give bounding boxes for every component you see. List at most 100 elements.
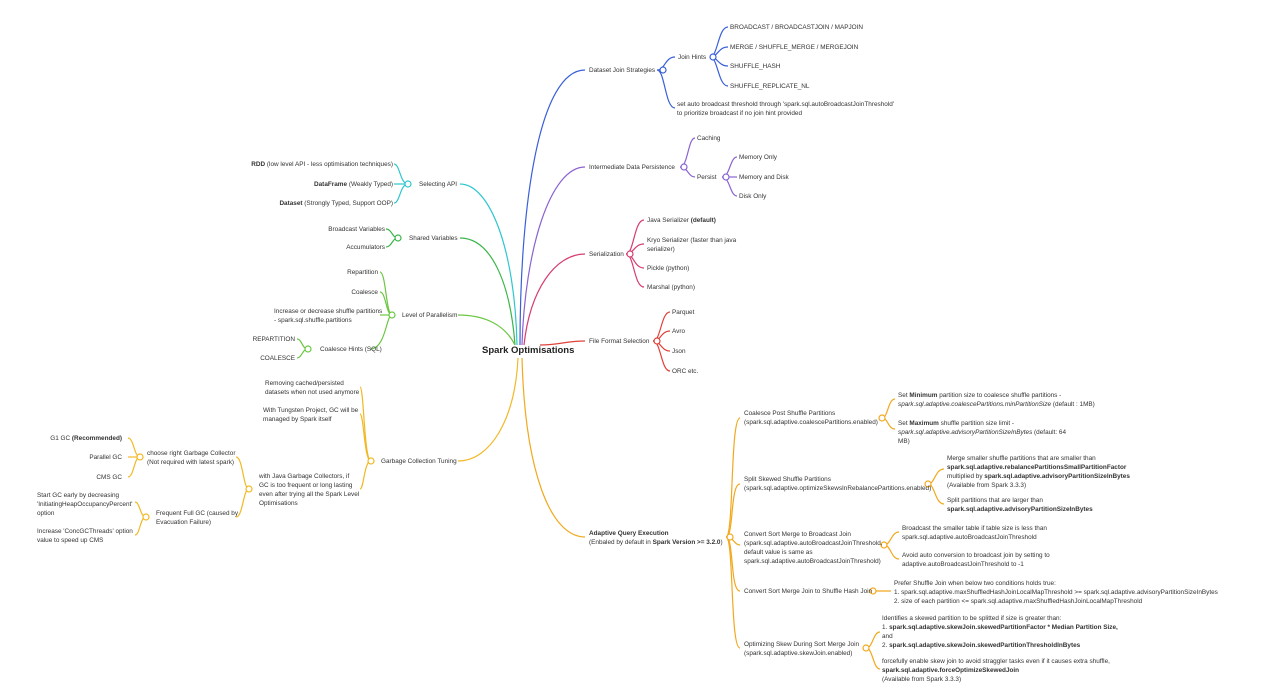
edge-root-join	[519, 69, 586, 346]
node-skew-join[interactable]: Optimizing Skew During Sort Merge Join (…	[744, 641, 860, 657]
node-hint-repartition[interactable]: REPARTITION	[252, 336, 295, 343]
node-join-strategies[interactable]: Dataset Join Strategies	[589, 67, 656, 74]
node-coalesce-min[interactable]: Set Minimum partition size to coalesce s…	[898, 392, 1095, 408]
edge-gc-java	[359, 460, 372, 490]
node-dot-shuffle-hash[interactable]	[869, 587, 877, 595]
node-choose-gc[interactable]: choose right Garbage Collector (Not requ…	[147, 450, 236, 466]
node-dot-persistence[interactable]	[680, 163, 688, 171]
node-dot-serialization[interactable]	[626, 250, 634, 258]
node-format-json[interactable]: Json	[672, 348, 686, 355]
node-pickle[interactable]: Pickle (python)	[647, 265, 690, 272]
node-broadcast-smaller[interactable]: Broadcast the smaller table if table siz…	[902, 525, 1047, 541]
node-split-merge[interactable]: Merge smaller shuffle partitions that ar…	[947, 455, 1130, 489]
node-skew-force[interactable]: forcefully enable skew join to avoid str…	[882, 658, 1110, 683]
node-shared-variables[interactable]: Shared Variables	[409, 235, 458, 242]
node-marshal[interactable]: Marshal (python)	[647, 284, 695, 291]
node-hint-shuffle-replicate[interactable]: SHUFFLE_REPLICATE_NL	[730, 83, 810, 90]
edge-java-choose	[235, 456, 250, 490]
node-aqe[interactable]: Adaptive Query Execution (Enbaled by def…	[589, 530, 723, 546]
edge-root-aqe	[521, 357, 586, 538]
edge-group-shared	[385, 228, 516, 346]
node-gc-tungsten[interactable]: With Tungsten Project, GC will be manage…	[263, 407, 359, 423]
node-dot-coalesce-hints[interactable]	[304, 345, 312, 353]
node-dot-parallelism[interactable]	[388, 311, 396, 319]
node-parallel-gc[interactable]: Parallel GC	[89, 454, 122, 461]
node-gc-conc[interactable]: Increase 'ConcGCThreads' option value to…	[37, 528, 133, 544]
node-dot-broadcast[interactable]	[880, 541, 888, 549]
edge-root-persistence	[521, 166, 586, 346]
node-dot-split[interactable]	[924, 480, 932, 488]
node-hint-broadcast[interactable]: BROADCAST / BROADCASTJOIN / MAPJOIN	[730, 24, 864, 31]
node-dot-coalesce[interactable]	[878, 414, 886, 422]
node-coalesce-hints[interactable]: Coalesce Hints (SQL)	[320, 346, 382, 353]
node-broadcast-avoid[interactable]: Avoid auto conversion to broadcast join …	[902, 552, 1050, 568]
node-join-note[interactable]: set auto broadcast threshold through 'sp…	[677, 101, 895, 117]
node-hint-coalesce[interactable]: COALESCE	[260, 355, 295, 362]
node-full-gc[interactable]: Frequent Full GC (caused by Evacuation F…	[156, 510, 239, 526]
node-dot-shared[interactable]	[394, 234, 402, 242]
node-repartition[interactable]: Repartition	[347, 269, 378, 276]
node-selecting-api[interactable]: Selecting API	[419, 181, 458, 188]
node-shuffle-hash-join[interactable]: Convert Sort Merge Join to Shuffle Hash …	[744, 588, 873, 595]
node-dot-java-gc[interactable]	[245, 485, 253, 493]
node-dot-full-gc[interactable]	[142, 513, 150, 521]
node-kryo-serializer[interactable]: Kryo Serializer (faster than java serial…	[647, 237, 737, 253]
node-broadcast-variables[interactable]: Broadcast Variables	[328, 226, 385, 233]
node-java-serializer[interactable]: Java Serializer (default)	[647, 217, 716, 224]
edge-gc-remove	[359, 386, 372, 462]
node-parallelism[interactable]: Level of Parallelism	[402, 312, 458, 319]
node-persist[interactable]: Persist	[697, 174, 717, 181]
node-hint-merge[interactable]: MERGE / SHUFFLE_MERGE / MERGEJOIN	[730, 44, 859, 51]
node-dot-persist[interactable]	[722, 173, 730, 181]
node-api-rdd[interactable]: RDD (low level API - less optimisation t…	[251, 161, 393, 168]
node-shuffle-hash-prefer[interactable]: Prefer Shuffle Join when below two condi…	[894, 580, 1218, 605]
node-disk-only[interactable]: Disk Only	[739, 193, 767, 200]
node-hint-shuffle-hash[interactable]: SHUFFLE_HASH	[730, 63, 781, 70]
edge-root-parallelism	[457, 314, 516, 346]
node-skew-identify[interactable]: Identifies a skewed partition to be spli…	[882, 615, 1118, 649]
node-memory-and-disk[interactable]: Memory and Disk	[739, 174, 789, 181]
edge-join-note	[656, 69, 676, 109]
node-g1-gc[interactable]: G1 GC (Recommended)	[50, 435, 122, 442]
node-persistence[interactable]: Intermediate Data Persistence	[589, 164, 675, 171]
edge-ff-1	[652, 311, 671, 342]
node-gc-java[interactable]: with Java Garbage Collectors, if GC is t…	[259, 473, 360, 507]
edge-hint-1	[709, 26, 729, 58]
node-gc-remove[interactable]: Removing cached/persisted datasets when …	[265, 380, 360, 396]
node-api-dataframe[interactable]: DataFrame (Weakly Typed)	[314, 181, 393, 188]
node-serialization[interactable]: Serialization	[589, 251, 624, 258]
node-dot-selecting-api[interactable]	[404, 180, 412, 188]
node-format-avro[interactable]: Avro	[672, 328, 686, 335]
node-split-skewed[interactable]: Split Skewed Shuffle Partitions (spark.s…	[744, 476, 932, 492]
node-memory-only[interactable]: Memory Only	[739, 154, 777, 161]
node-dot-join[interactable]	[659, 66, 667, 74]
node-broadcast-join[interactable]: Convert Sort Merge to Broadcast Join (sp…	[744, 531, 883, 565]
node-split-larger[interactable]: Split partitions that are larger than sp…	[947, 497, 1093, 513]
node-file-format[interactable]: File Format Selection	[589, 338, 650, 345]
root-node[interactable]: Spark Optimisations	[482, 345, 575, 356]
edge-group-aqe	[521, 357, 945, 670]
node-gc-tuning[interactable]: Garbage Collection Tuning	[381, 458, 457, 465]
edge-ff-4	[652, 340, 671, 372]
node-gc-early[interactable]: Start GC early by decreasing 'Initiating…	[37, 492, 133, 517]
node-api-dataset[interactable]: Dataset (Strongly Typed, Support OOP)	[279, 200, 393, 207]
edge-root-gc	[457, 357, 519, 462]
node-format-orc[interactable]: ORC etc.	[672, 368, 699, 375]
node-dot-join-hints[interactable]	[709, 53, 717, 61]
node-dot-file-format[interactable]	[653, 337, 661, 345]
node-coalesce-partitions[interactable]: Coalesce Post Shuffle Partitions (spark.…	[744, 410, 878, 426]
node-coalesce-max[interactable]: Set Maximum shuffle partition size limit…	[898, 420, 1067, 445]
node-join-hints[interactable]: Join Hints	[678, 54, 707, 61]
node-accumulators[interactable]: Accumulators	[346, 244, 385, 251]
node-coalesce[interactable]: Coalesce	[351, 289, 378, 296]
node-dot-aqe[interactable]	[726, 533, 734, 541]
node-dot-gc[interactable]	[367, 457, 375, 465]
node-dot-choose-gc[interactable]	[136, 453, 144, 461]
edge-root-selecting-api	[459, 183, 518, 346]
node-dot-skew[interactable]	[862, 644, 870, 652]
node-cms-gc[interactable]: CMS GC	[96, 474, 122, 481]
edge-join-hints	[656, 56, 676, 71]
node-format-parquet[interactable]: Parquet	[672, 309, 695, 316]
node-caching[interactable]: Caching	[697, 135, 721, 142]
node-shuffle-partitions[interactable]: Increase or decrease shuffle partitions …	[274, 308, 383, 324]
